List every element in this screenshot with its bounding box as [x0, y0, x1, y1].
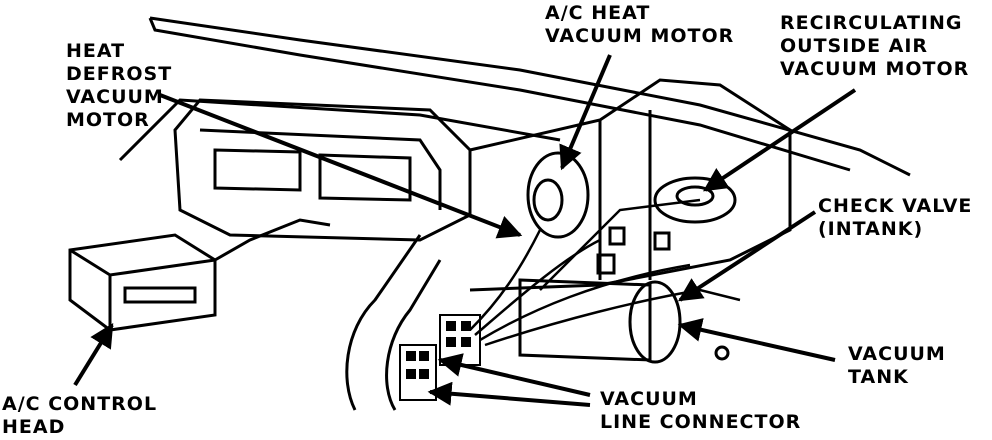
arrow-check-valve — [677, 210, 817, 302]
label-ac-control-head: A/C CONTROL HEAD — [2, 393, 158, 438]
arrow-recirculating — [703, 88, 857, 192]
ac-control-head-unit — [68, 218, 331, 332]
vacuum-line-connector — [399, 314, 481, 401]
label-ac-heat-vacuum-motor: A/C HEAT VACUUM MOTOR — [545, 2, 735, 47]
vacuum-tank — [518, 278, 730, 364]
duct-hose — [345, 234, 442, 411]
arrow-heat-defrost — [159, 93, 523, 239]
label-vacuum-line-connector: VACUUM LINE CONNECTOR — [600, 388, 802, 433]
label-vacuum-tank: VACUUM TANK — [848, 343, 946, 388]
label-check-valve: CHECK VALVE (INTANK) — [818, 195, 973, 240]
hvac-module-case — [173, 78, 792, 292]
recirculating-air-vacuum-motor — [653, 176, 737, 224]
dashboard-cowl — [118, 16, 911, 177]
arrow-vacuum-tank — [677, 318, 836, 362]
arrow-ac-heat — [559, 54, 612, 171]
label-recirculating-vacuum-motor: RECIRCULATING OUTSIDE AIR VACUUM MOTOR — [780, 12, 970, 80]
leader-arrows — [73, 54, 857, 407]
arrow-vacuum-line-1 — [437, 353, 591, 397]
arrow-vacuum-line-2 — [427, 381, 591, 407]
ac-heat-vacuum-motor — [526, 151, 590, 239]
arrow-ac-control — [73, 322, 114, 387]
label-heat-defrost-vacuum-motor: HEAT DEFROST VACUUM MOTOR — [66, 40, 173, 131]
